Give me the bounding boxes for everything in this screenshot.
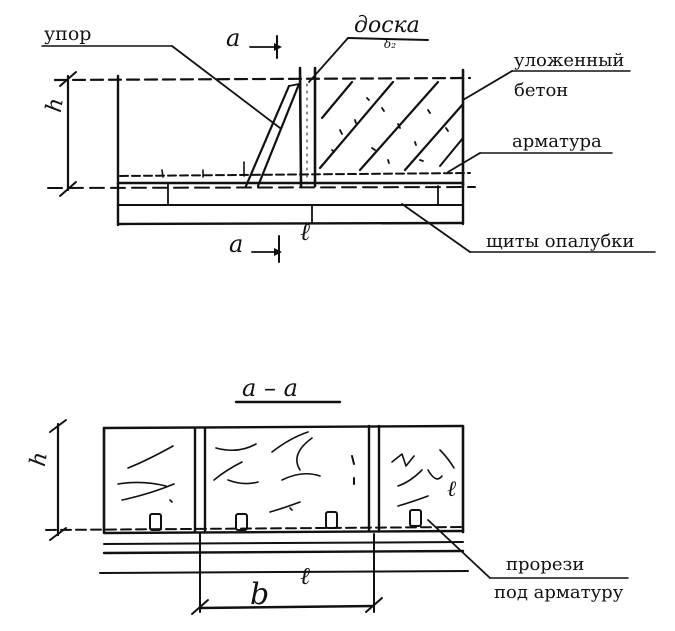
section-marker-top (249, 35, 282, 59)
laid-concrete-label-2: бетон (514, 80, 568, 101)
vertical-board (298, 66, 317, 188)
slots-label-1: прорези (506, 554, 584, 575)
section-mark-bottom: a (229, 230, 243, 258)
section-concrete-texture (117, 431, 455, 513)
board-label: доска (354, 13, 420, 38)
height-mark-bottom: h (26, 450, 53, 468)
board-sub-label: δ₂ (384, 37, 396, 51)
width-mark: b (250, 577, 269, 612)
section-marker-bottom (251, 235, 282, 263)
stop-support (244, 82, 301, 188)
section-boards (193, 424, 381, 533)
slab-top-line (53, 76, 472, 82)
longitudinal-section (41, 35, 656, 263)
formwork-panels (116, 181, 465, 227)
width-dimension (99, 533, 469, 615)
height-dimension-top (59, 71, 77, 197)
slots-label-2: под арматуру (494, 582, 624, 603)
span-mark-bottom: ℓ (300, 562, 310, 590)
slot-leader (427, 519, 629, 579)
rebar-ticks (161, 161, 245, 178)
stop-label: упор (44, 23, 91, 45)
leader-lines-top (41, 37, 656, 253)
formwork-label: щиты опалубки (486, 231, 634, 252)
height-dimension-bottom (49, 419, 67, 541)
height-mark-top: h (42, 96, 69, 114)
span-mark-right: ℓ (447, 477, 457, 502)
section-mark-top: a (226, 24, 240, 52)
laid-concrete-label-1: уложенный (514, 50, 624, 71)
section-title: a – a (242, 374, 298, 402)
concrete-hatching (318, 80, 465, 172)
section-formwork (102, 529, 465, 555)
rebar-label: арматура (512, 131, 602, 152)
rebar-slots (149, 509, 422, 531)
section-top-line (102, 424, 464, 430)
cross-section (45, 400, 629, 615)
rebar-line (119, 172, 471, 177)
section-rebar-line (45, 526, 463, 531)
span-mark-top: ℓ (300, 218, 310, 246)
concrete-aggregate-dots (331, 97, 449, 164)
slab-bottom-line (47, 186, 476, 189)
